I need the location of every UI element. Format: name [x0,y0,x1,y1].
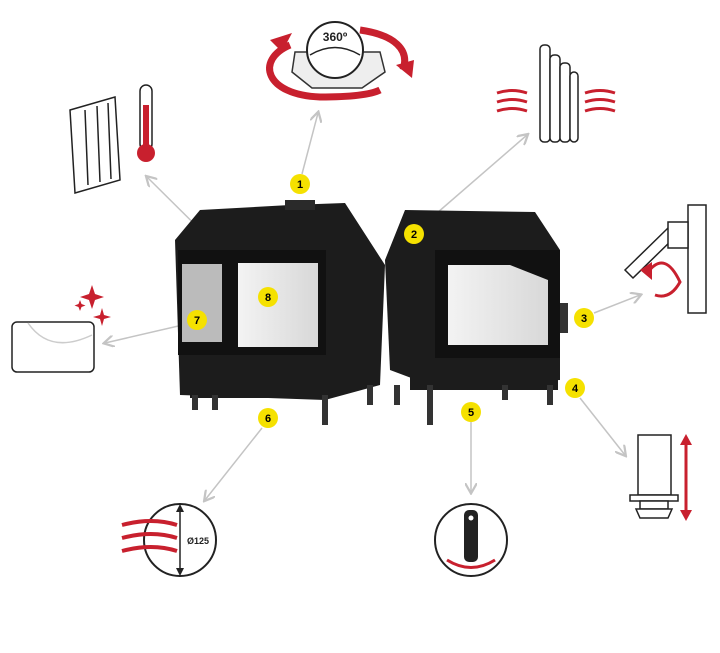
fireplace-right-view [385,210,568,425]
feature-marker-5[interactable]: 5 [461,402,481,422]
feature-marker-4[interactable]: 4 [565,378,585,398]
clean-glass-icon [11,285,111,373]
svg-text:6: 6 [265,413,271,425]
air-channels-icon [496,44,616,143]
svg-text:5: 5 [468,407,474,419]
external-air-intake-icon: Ø125 [121,503,217,577]
duct-diameter-label: Ø125 [187,536,209,546]
feature-marker-7[interactable]: 7 [187,310,207,330]
svg-text:8: 8 [265,292,271,304]
svg-text:4: 4 [572,383,579,395]
feature-markers: 1 2 3 4 5 6 7 8 [187,174,594,428]
door-handle-icon [623,204,707,314]
svg-text:7: 7 [194,315,200,327]
svg-text:3: 3 [581,313,587,325]
feature-marker-2[interactable]: 2 [404,224,424,244]
feature-marker-3[interactable]: 3 [574,308,594,328]
feature-marker-6[interactable]: 6 [258,408,278,428]
svg-text:1: 1 [297,179,303,191]
air-regulator-icon [434,503,508,577]
rotation-label: 360º [323,30,348,44]
fireplace-left-view [175,200,385,425]
svg-text:2: 2 [411,229,417,241]
adjustable-feet-icon [629,434,692,521]
feature-marker-1[interactable]: 1 [290,174,310,194]
rotating-flue-collar-icon: 360º [266,21,414,101]
feature-marker-8[interactable]: 8 [258,287,278,307]
wall-temperature-icon [69,84,155,194]
